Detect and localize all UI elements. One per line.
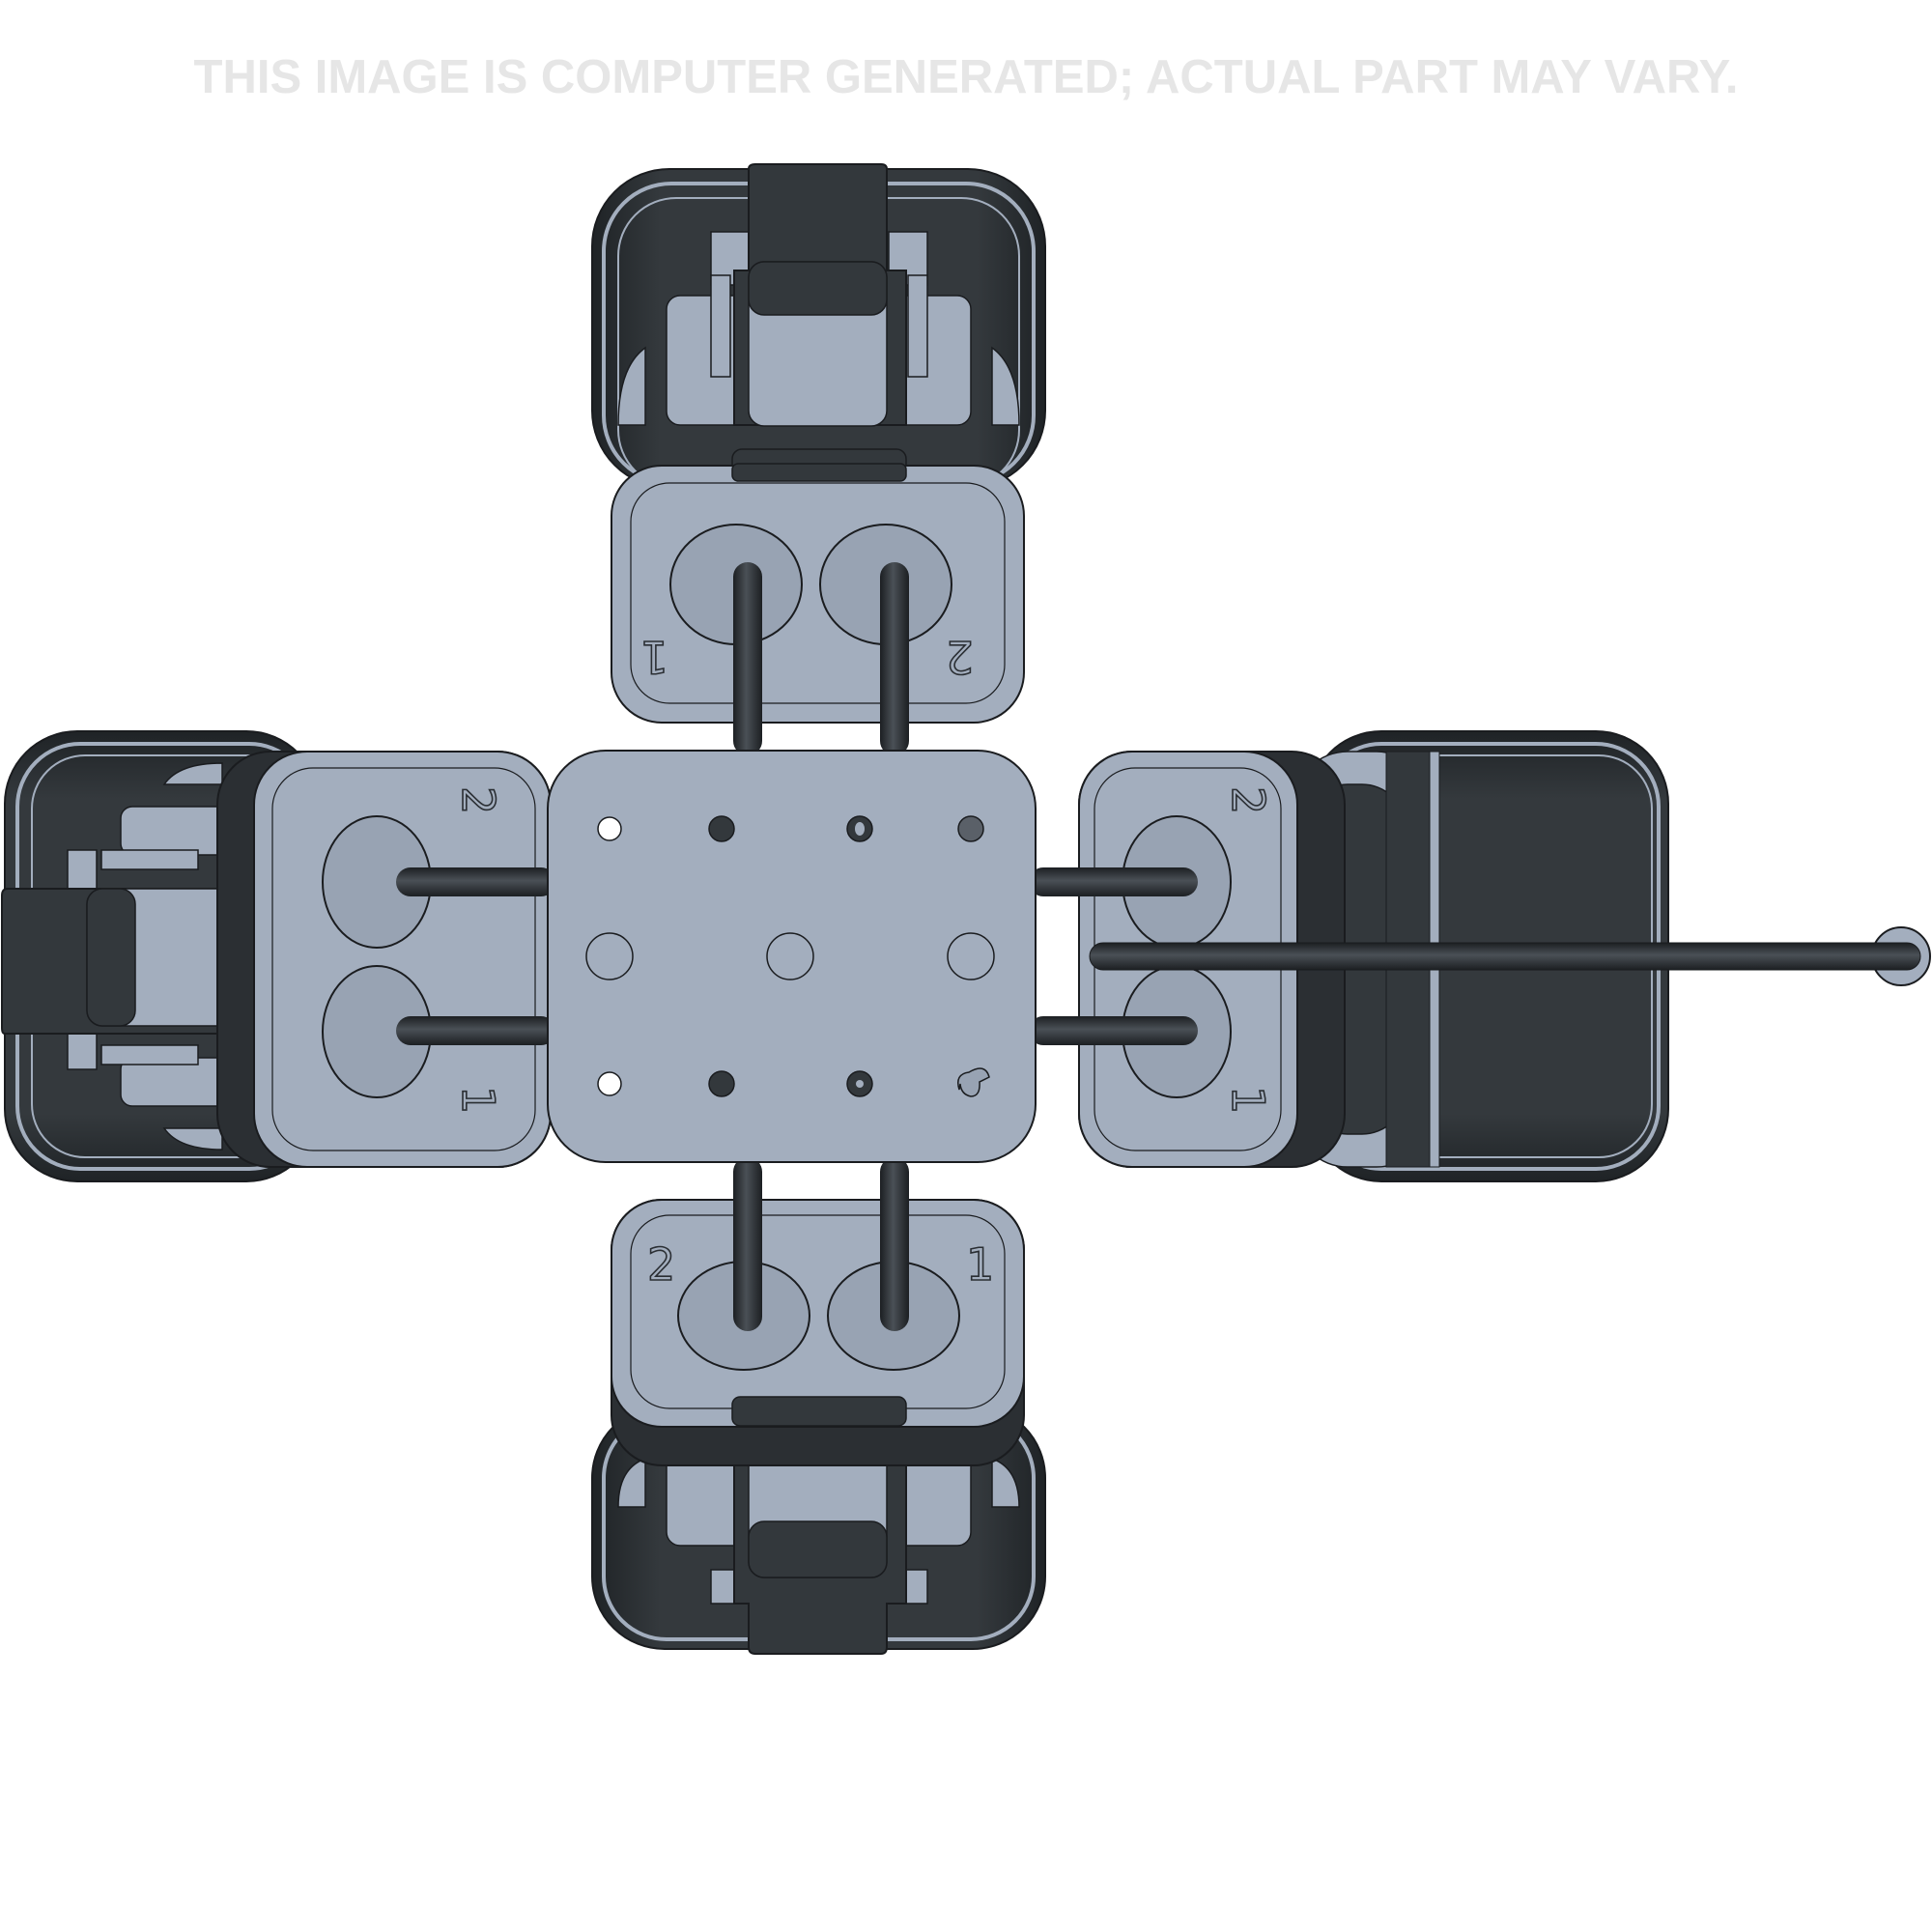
wire-top-1 — [733, 562, 762, 755]
top-label-2: 2 — [946, 631, 974, 683]
wire-bottom-1 — [880, 1157, 909, 1331]
right-label-2: 2 — [1222, 786, 1274, 814]
wire-right-2 — [1029, 867, 1198, 896]
wire-top-2 — [880, 562, 909, 755]
watermark-disclaimer: THIS IMAGE IS COMPUTER GENERATED; ACTUAL… — [193, 51, 1739, 103]
top-label-1: 1 — [640, 631, 668, 683]
left-label-2: 2 — [452, 786, 504, 814]
left-face — [253, 751, 552, 1168]
pigtail-lead-wire — [1089, 926, 1931, 986]
wire-right-1 — [1029, 1016, 1198, 1045]
connector-top: 1 2 — [591, 163, 1046, 724]
wire-left-1 — [396, 1016, 555, 1045]
wires — [396, 562, 1198, 1331]
connector-bottom: 2 1 — [591, 1199, 1046, 1655]
bottom-label-1: 1 — [966, 1238, 994, 1291]
bottom-label-2: 2 — [647, 1238, 675, 1291]
wire-bottom-2 — [733, 1157, 762, 1331]
wire-left-2 — [396, 867, 555, 896]
connector-left: 2 1 — [0, 730, 552, 1182]
right-label-1: 1 — [1222, 1086, 1274, 1114]
bottom-face — [611, 1199, 1025, 1428]
left-label-1: 1 — [452, 1086, 504, 1114]
center-splice-plate — [547, 750, 1037, 1163]
